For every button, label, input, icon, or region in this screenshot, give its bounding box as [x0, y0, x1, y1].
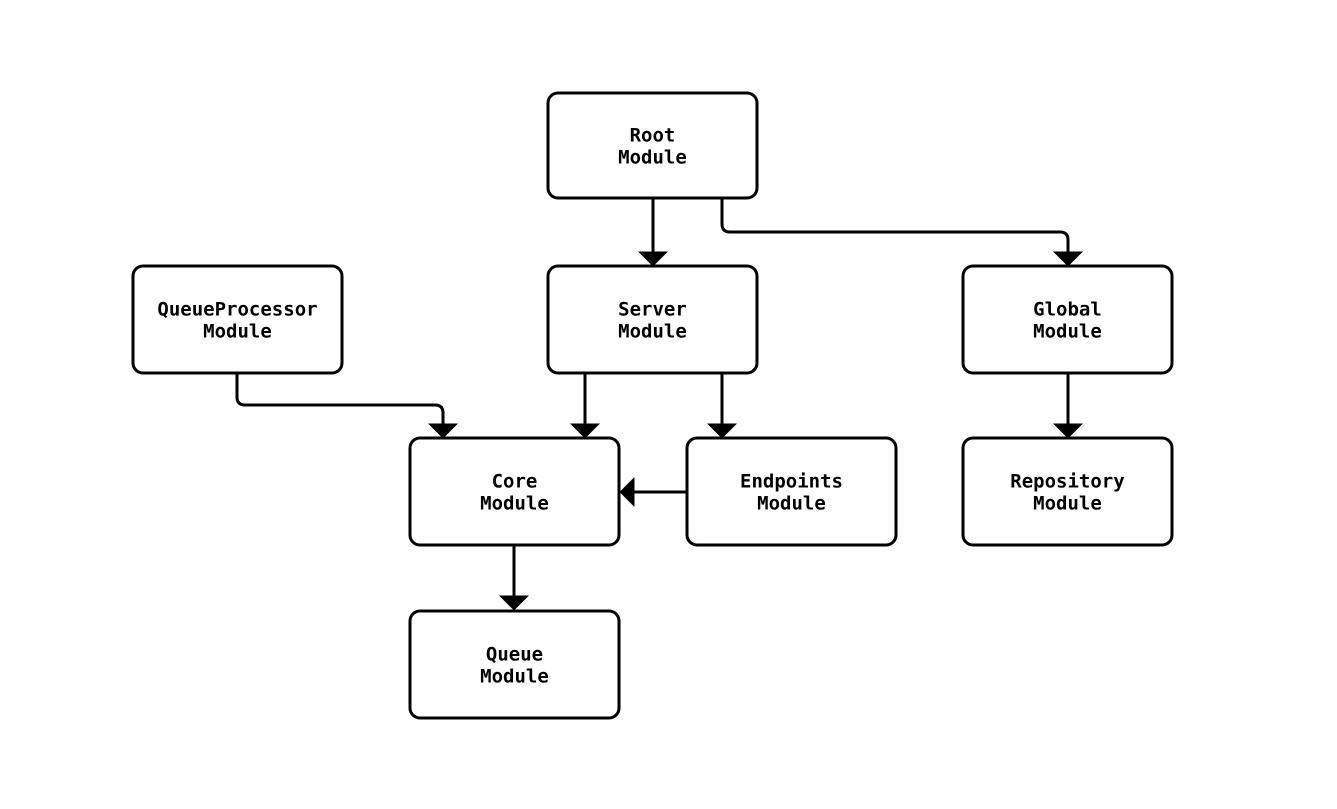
edge-queueprocessor-module-to-core-module [235, 373, 458, 439]
node-box-repository-module [961, 436, 1174, 547]
node-label-queue-module-line-1: Module [480, 666, 549, 688]
node-label-endpoints-module-line-0: Endpoints [740, 471, 843, 493]
node-label-core-module-line-0: Core [492, 471, 538, 493]
node-label-repository-module-line-1: Module [1033, 493, 1102, 515]
node-label-endpoints-module-line-1: Module [757, 493, 826, 515]
node-label-queueprocessor-module-line-1: Module [203, 321, 272, 343]
edge-root-module-to-global-module [720, 198, 1083, 267]
node-box-global-module [961, 264, 1174, 375]
node-label-queueprocessor-module-line-0: QueueProcessor [157, 299, 317, 321]
node-box-server-module [546, 264, 759, 375]
node-box-queueprocessor-module [131, 264, 344, 375]
node-box-endpoints-module [685, 436, 898, 547]
node-label-core-module-line-1: Module [480, 493, 549, 515]
node-label-server-module-line-0: Server [618, 299, 687, 321]
node-label-queue-module-line-0: Queue [486, 644, 543, 666]
node-box-queue-module [408, 609, 621, 720]
node-label-global-module-line-0: Global [1033, 299, 1102, 321]
node-label-server-module-line-1: Module [618, 321, 687, 343]
node-box-core-module [408, 436, 621, 547]
node-label-repository-module-line-0: Repository [1010, 471, 1124, 493]
node-label-root-module-line-1: Module [618, 147, 687, 169]
node-label-root-module-line-0: Root [630, 125, 676, 147]
node-box-root-module [546, 91, 759, 200]
node-label-global-module-line-1: Module [1033, 321, 1102, 343]
